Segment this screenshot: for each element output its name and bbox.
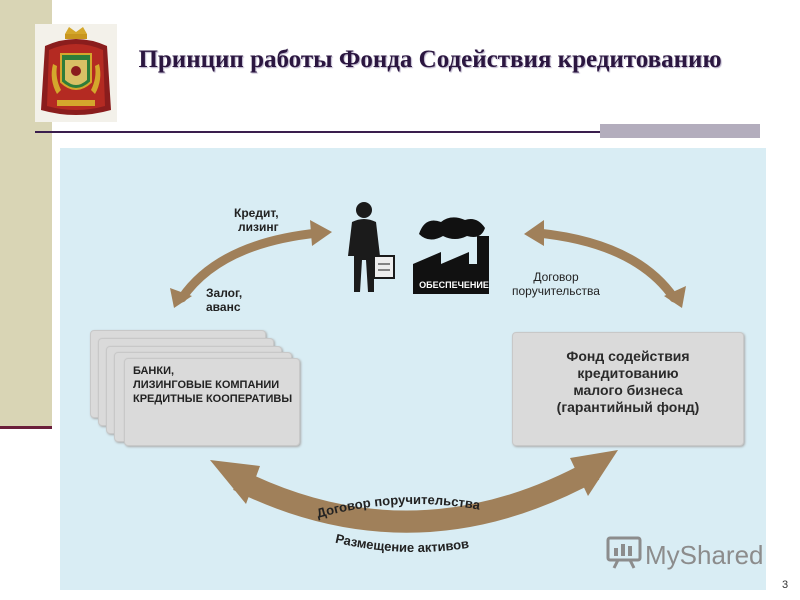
bottom-arrowhead-left bbox=[210, 460, 260, 504]
title-divider bbox=[35, 131, 760, 133]
bottom-arrowhead-right bbox=[570, 450, 618, 496]
businessman-icon bbox=[348, 202, 395, 292]
watermark: MyShared bbox=[645, 540, 764, 570]
bottom-arrow bbox=[233, 460, 600, 533]
left-decor-line bbox=[0, 426, 52, 429]
credit-leasing-label: Кредит, лизинг bbox=[234, 206, 279, 234]
collateral-advance-label: Залог, аванс bbox=[206, 286, 243, 314]
security-label: ОБЕСПЕЧЕНИЕ bbox=[419, 280, 489, 290]
guarantee-arrowhead-right bbox=[664, 286, 686, 308]
banks-box-label: БАНКИ, ЛИЗИНГОВЫЕ КОМПАНИИ КРЕДИТНЫЕ КОО… bbox=[133, 365, 293, 405]
credit-arrow bbox=[177, 228, 323, 303]
guarantee-arrow bbox=[533, 228, 679, 303]
title-divider-accent bbox=[600, 124, 760, 138]
guarantee-fund-label: Фонд содействия кредитованию малого бизн… bbox=[556, 348, 700, 415]
coat-of-arms-icon bbox=[35, 24, 117, 122]
factory-icon bbox=[413, 217, 489, 294]
bottom-arrow-bottom-label: Размещение активов bbox=[334, 531, 470, 555]
collateral-arrowhead bbox=[170, 288, 192, 308]
diagram-arrows: Договор поручительства Размещение активо… bbox=[170, 220, 686, 555]
guarantee-arrowhead-left bbox=[524, 220, 544, 246]
slide-title: Принцип работы Фонда Содействия кредитов… bbox=[138, 46, 722, 73]
myshared-logo-icon bbox=[606, 536, 642, 569]
credit-arrowhead bbox=[310, 220, 332, 246]
guarantee-contract-label: Договор поручительства bbox=[512, 270, 600, 298]
page-number: 3 bbox=[782, 579, 789, 591]
banks-box bbox=[124, 358, 300, 446]
guarantee-fund-box bbox=[512, 332, 744, 446]
